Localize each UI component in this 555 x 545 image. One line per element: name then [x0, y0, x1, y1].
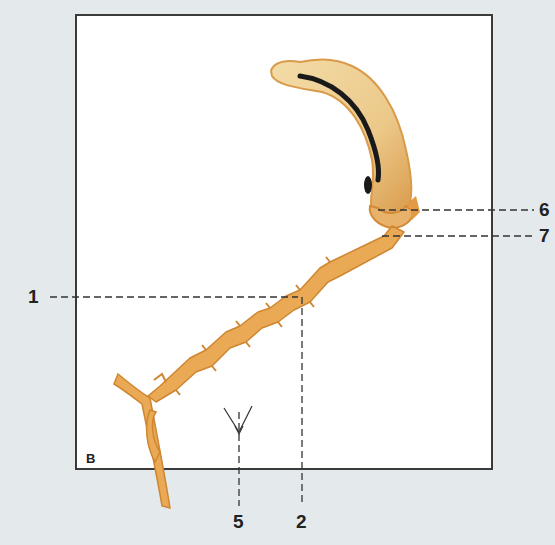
flare-tip — [154, 374, 166, 382]
flared-lip — [147, 410, 160, 462]
leader-lines — [50, 210, 534, 506]
callout-number: 1 — [28, 287, 39, 306]
flared-end — [114, 374, 170, 508]
bulb — [271, 59, 411, 218]
inner-dot — [364, 176, 372, 194]
callout-number: 5 — [233, 512, 244, 531]
tube — [148, 226, 404, 402]
arrow-head — [235, 426, 243, 434]
angle-mark — [224, 406, 252, 432]
tube-folds — [176, 257, 330, 395]
callout-number: 7 — [539, 226, 550, 245]
neck — [370, 206, 414, 228]
callout-number: 6 — [539, 200, 550, 219]
callout-number: 2 — [296, 512, 307, 531]
inner-canal — [300, 76, 379, 180]
panel-letter: B — [86, 452, 95, 465]
neck-tip — [409, 196, 420, 220]
